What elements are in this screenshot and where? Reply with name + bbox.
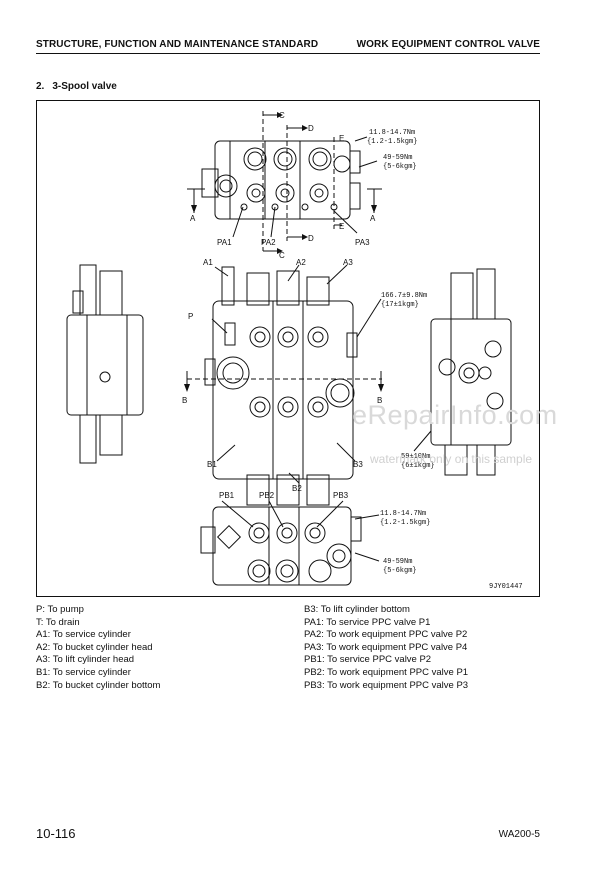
legend-text: To service cylinder (52, 629, 131, 641)
legend-code: B1: (36, 666, 51, 678)
legend-item: A1: To service cylinder (36, 629, 160, 642)
legend-text: To work equipment PPC valve P4 (326, 641, 468, 653)
legend-item: B2: To bucket cylinder bottom (36, 680, 160, 693)
legend-text: To lift cylinder bottom (320, 604, 410, 615)
label-b-left: B (182, 396, 187, 405)
label-pb2: PB2 (259, 491, 275, 500)
torque-5-line2: {1.2-1.5kgm} (380, 519, 430, 527)
legend-code: PB3: (304, 679, 325, 691)
legend-text: To service PPC valve P1 (326, 616, 431, 628)
torque-2-line1: 49-59Nm (383, 154, 412, 162)
legend-code: P: (36, 604, 45, 615)
torque-1-line2: {1.2-1.5kgm} (367, 138, 417, 146)
legend-left: P: To pump T: To drain A1: To service cy… (36, 604, 160, 692)
legend-item: PA1: To service PPC valve P1 (304, 617, 468, 630)
legend-text: To service cylinder (52, 666, 131, 678)
torque-6-line2: {5-6kgm} (383, 567, 417, 575)
legend-text: To lift cylinder head (52, 654, 135, 666)
top-view (187, 111, 382, 252)
legend-code: A1: (36, 629, 51, 641)
page-number: 10-116 (36, 826, 76, 841)
right-side-view (430, 268, 512, 476)
legend-code: PA2: (304, 629, 324, 641)
torque-3-line1: 166.7±9.8Nm (381, 292, 427, 300)
torque-4-line2: {6±1kgm} (401, 462, 435, 470)
label-a2: A2 (296, 258, 306, 267)
legend-item: B1: To service cylinder (36, 667, 160, 680)
label-a-left: A (190, 214, 196, 223)
torque-2-line2: {5-6kgm} (383, 163, 417, 171)
torque-6-line1: 49-59Nm (383, 558, 412, 566)
legend-item: PA2: To work equipment PPC valve P2 (304, 629, 468, 642)
legend-item: T: To drain (36, 617, 160, 630)
figure-code: 9JY01447 (489, 583, 523, 591)
legend-code: T: (36, 616, 44, 628)
legend-code: PA1: (304, 616, 324, 628)
page-header-left: STRUCTURE, FUNCTION AND MAINTENANCE STAN… (36, 39, 319, 50)
legend-item: A3: To lift cylinder head (36, 654, 160, 667)
figure-box: C D E C D E A A PA1 PA2 PA3 A1 A2 A3 P B… (36, 100, 540, 597)
legend-code: PA3: (304, 641, 324, 653)
front-view (186, 264, 432, 506)
label-pb3: PB3 (333, 491, 349, 500)
torque-5-line1: 11.8-14.7Nm (380, 510, 426, 518)
label-d-top: D (308, 124, 314, 133)
label-e-bot: E (339, 222, 344, 231)
legend-text: To bucket cylinder head (52, 641, 153, 653)
label-c-bot: C (279, 251, 285, 260)
legend-code: A2: (36, 641, 51, 653)
legend-text: To work equipment PPC valve P1 (327, 666, 469, 678)
legend-item: PA3: To work equipment PPC valve P4 (304, 642, 468, 655)
label-c-top: C (279, 111, 285, 120)
legend-text: To drain (45, 616, 80, 628)
label-pa3: PA3 (355, 238, 370, 247)
legend-item: B3: To lift cylinder bottom (304, 604, 468, 617)
label-e-top: E (339, 134, 344, 143)
legend-code: B3: (304, 604, 319, 615)
valve-drawing: C D E C D E A A PA1 PA2 PA3 A1 A2 A3 P B… (66, 111, 523, 591)
label-pa2: PA2 (261, 238, 276, 247)
legend-item: P: To pump (36, 604, 160, 617)
label-a-right: A (370, 214, 376, 223)
legend-text: To pump (47, 604, 84, 615)
legend-text: To service PPC valve P2 (327, 654, 432, 666)
label-b1: B1 (207, 460, 217, 469)
label-a1: A1 (203, 258, 213, 267)
legend-code: PB2: (304, 666, 325, 678)
label-b3: B3 (353, 460, 363, 469)
torque-4-line1: 59±10Nm (401, 453, 430, 461)
torque-1-line1: 11.8-14.7Nm (369, 129, 415, 137)
legend-item: PB1: To service PPC valve P2 (304, 654, 468, 667)
legend-text: To work equipment PPC valve P3 (327, 679, 469, 691)
label-p: P (188, 312, 193, 321)
legend-code: PB1: (304, 654, 325, 666)
torque-3-line2: {17±1kgm} (381, 301, 419, 309)
watermark-site: eRepairInfo.com (352, 400, 558, 430)
page-header-right: WORK EQUIPMENT CONTROL VALVE (356, 39, 540, 50)
left-side-view (66, 264, 144, 464)
label-pa1: PA1 (217, 238, 232, 247)
label-d-bot: D (308, 234, 314, 243)
legend-text: To bucket cylinder bottom (52, 679, 161, 691)
legend-code: B2: (36, 679, 51, 691)
bottom-view (200, 500, 380, 586)
label-b-right: B (377, 396, 382, 405)
label-pb1: PB1 (219, 491, 235, 500)
legend-item: PB3: To work equipment PPC valve P3 (304, 680, 468, 693)
watermark-note: watermark only on this sample (370, 452, 533, 466)
section-title-text: 3-Spool valve (52, 81, 117, 92)
section-number: 2. (36, 81, 45, 92)
legend-item: A2: To bucket cylinder head (36, 642, 160, 655)
section-title: 2. 3-Spool valve (36, 81, 117, 92)
legend-item: PB2: To work equipment PPC valve P1 (304, 667, 468, 680)
legend-right: B3: To lift cylinder bottom PA1: To serv… (304, 604, 468, 692)
header-rule (36, 53, 540, 54)
legend-text: To work equipment PPC valve P2 (326, 629, 468, 641)
label-a3: A3 (343, 258, 353, 267)
model-code: WA200-5 (498, 829, 540, 840)
legend-code: A3: (36, 654, 51, 666)
label-b2: B2 (292, 484, 302, 493)
